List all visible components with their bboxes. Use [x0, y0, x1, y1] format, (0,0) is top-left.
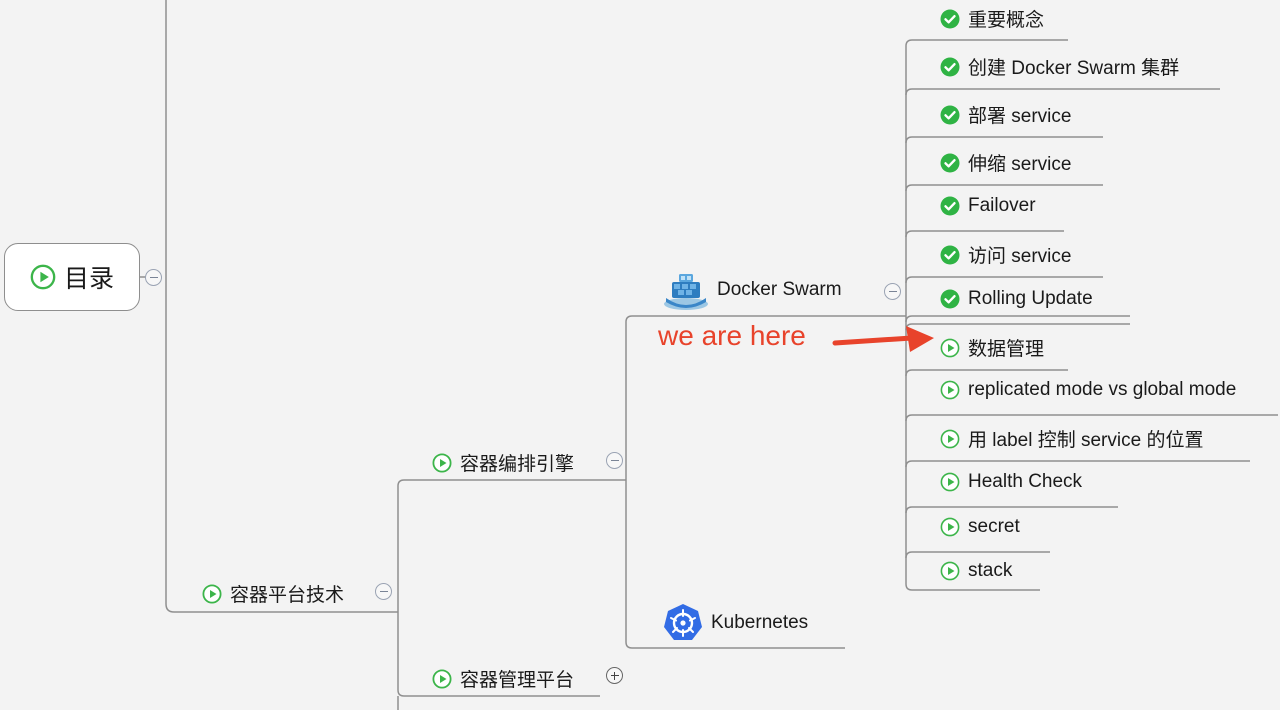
swarm-topic-item[interactable]: 用 label 控制 service 的位置 [940, 425, 1203, 452]
node-label: 容器管理平台 [460, 670, 575, 691]
play-icon [30, 264, 56, 290]
check-circle-icon [940, 196, 960, 216]
topic-label: stack [968, 560, 1013, 581]
swarm-topic-item[interactable]: replicated mode vs global mode [940, 379, 1236, 401]
swarm-topic-item[interactable]: 创建 Docker Swarm 集群 [940, 53, 1179, 80]
topic-label: 部署 service [968, 106, 1072, 127]
root-node[interactable]: 目录 [4, 243, 140, 311]
topic-label: Health Check [968, 471, 1083, 492]
swarm-topic-item[interactable]: Failover [940, 195, 1036, 217]
swarm-topic-item[interactable]: Rolling Update [940, 288, 1093, 310]
swarm-topic-item[interactable]: 部署 service [940, 101, 1071, 128]
topic-label: 数据管理 [968, 339, 1045, 360]
node-orchestration[interactable]: 容器编排引擎 [432, 449, 574, 476]
annotation-label: we are here [658, 320, 806, 351]
play-icon [940, 517, 960, 537]
node-platform-tech[interactable]: 容器平台技术 [202, 580, 344, 607]
root-label: 目录 [63, 265, 114, 293]
play-icon [940, 561, 960, 581]
topic-label: 用 label 控制 service 的位置 [968, 430, 1204, 451]
kubernetes-logo-icon [664, 604, 702, 640]
docker-swarm-logo-icon [664, 274, 708, 310]
topic-label: Failover [968, 195, 1036, 216]
swarm-topic-item[interactable]: secret [940, 516, 1020, 538]
swarm-topic-item[interactable]: 伸缩 service [940, 149, 1071, 176]
play-icon [432, 668, 452, 689]
play-icon [940, 338, 960, 357]
collapse-root-button[interactable] [145, 269, 162, 286]
topic-label: 访问 service [968, 246, 1072, 267]
node-label: Kubernetes [711, 612, 809, 633]
check-circle-icon [940, 245, 960, 264]
swarm-topic-item[interactable]: 访问 service [940, 241, 1071, 268]
collapse-orchestration-button[interactable] [606, 452, 623, 469]
play-icon [940, 380, 960, 400]
expand-management-button[interactable] [606, 667, 623, 684]
check-circle-icon [940, 153, 960, 172]
node-label: Docker Swarm [717, 279, 842, 300]
collapse-platform-tech-button[interactable] [375, 583, 392, 600]
play-icon [940, 429, 960, 448]
topic-label: Rolling Update [968, 288, 1093, 309]
topic-label: 创建 Docker Swarm 集群 [968, 58, 1180, 79]
topic-label: replicated mode vs global mode [968, 379, 1237, 400]
node-label: 容器平台技术 [230, 585, 345, 606]
check-circle-icon [940, 105, 960, 124]
play-icon [202, 583, 222, 604]
swarm-topic-item[interactable]: stack [940, 560, 1012, 582]
node-docker-swarm[interactable]: Docker Swarm [662, 268, 842, 312]
topic-label: secret [968, 516, 1020, 537]
swarm-topic-item[interactable]: 重要概念 [940, 5, 1044, 32]
check-circle-icon [940, 289, 960, 309]
node-kubernetes[interactable]: Kubernetes [662, 602, 808, 644]
swarm-topic-item[interactable]: 数据管理 [940, 334, 1044, 361]
play-icon [940, 472, 960, 492]
topic-label: 伸缩 service [968, 154, 1072, 175]
node-management[interactable]: 容器管理平台 [432, 665, 574, 692]
play-icon [432, 452, 452, 473]
topic-label: 重要概念 [968, 10, 1045, 31]
collapse-docker-swarm-button[interactable] [884, 283, 901, 300]
check-circle-icon [940, 9, 960, 28]
node-label: 容器编排引擎 [460, 454, 575, 475]
swarm-topic-item[interactable]: Health Check [940, 471, 1082, 493]
check-circle-icon [940, 57, 960, 76]
annotation-arrow [832, 326, 934, 352]
